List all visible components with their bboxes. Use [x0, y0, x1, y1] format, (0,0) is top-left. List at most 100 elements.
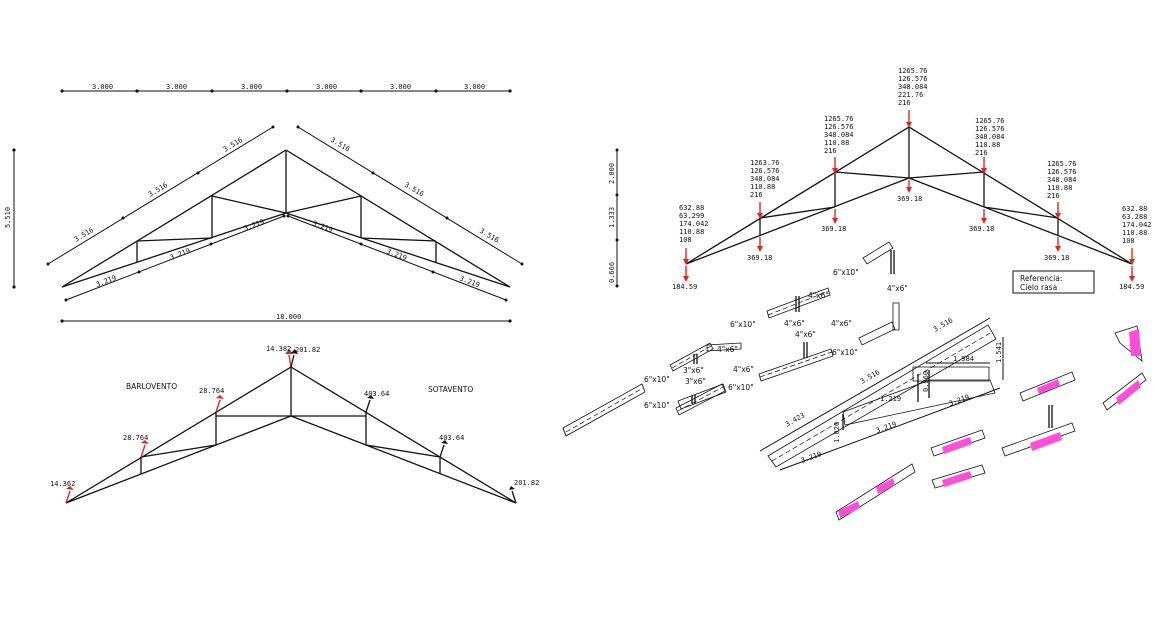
detail-dim-8: 1.541 [995, 342, 1003, 363]
vdim-2: 1.333 [608, 207, 616, 228]
detail-top-connectors [858, 241, 900, 346]
svg-text:1265.76: 1265.76 [975, 117, 1005, 125]
truss-geometry [61, 149, 511, 288]
lower-chord-dim-4: 3.219 [311, 219, 334, 234]
detail-main-member [759, 317, 1004, 471]
load-apex: 1265.76 126.576 348.084 221.76 216 [898, 67, 928, 107]
detail-dim-10: 0.860 [922, 371, 930, 392]
svg-text:174.042: 174.042 [1122, 221, 1152, 229]
upper-chord-dim-5: 3.516 [403, 181, 425, 199]
vdim-3: 0.666 [608, 262, 616, 283]
detail-small-members [669, 342, 742, 416]
svg-text:1265.76: 1265.76 [1047, 160, 1077, 168]
member-label-11: 4"x6" [733, 365, 754, 374]
detail-dim-4: 3.219 [800, 450, 823, 465]
svg-text:632.88: 632.88 [679, 204, 704, 212]
load-mid-right: 1265.76 126.576 348.084 110.88 216 [1047, 160, 1077, 200]
svg-text:1265.76: 1265.76 [898, 67, 928, 75]
svg-text:126.576: 126.576 [975, 125, 1005, 133]
connection-details: 3.423 3.516 3.516 3.219 3.219 3.219 1.98… [562, 241, 1147, 521]
svg-text:348.084: 348.084 [750, 175, 780, 183]
wind-left-panel-2: 28.764 [199, 387, 224, 395]
svg-text:216: 216 [824, 147, 837, 155]
member-label-12: 6"x10" [644, 375, 670, 384]
windward-arrows [65, 349, 293, 504]
detail-dim-5: 3.219 [875, 420, 898, 435]
svg-text:348.084: 348.084 [975, 133, 1005, 141]
detail-cluster [677, 287, 834, 410]
total-span: 18.000 [276, 313, 301, 321]
svg-text:126.576: 126.576 [824, 123, 854, 131]
svg-text:632.88: 632.88 [1122, 205, 1147, 213]
member-label-7: 4"x6" [795, 330, 816, 339]
detail-dim-2: 3.516 [932, 316, 954, 333]
svg-text:216: 216 [1047, 192, 1060, 200]
svg-text:216: 216 [750, 191, 763, 199]
detail-dim-7: 1.984 [953, 355, 974, 363]
wind-load-view: BARLOVENTO SOTAVENTO 14.362 28.764 28.76… [50, 345, 539, 504]
reference-box [1012, 270, 1095, 294]
svg-text:126.576: 126.576 [750, 167, 780, 175]
svg-text:108: 108 [1122, 237, 1135, 245]
svg-text:126.576: 126.576 [1047, 168, 1077, 176]
svg-text:110.88: 110.88 [1122, 229, 1147, 237]
lower-chord-dim-1: 3.219 [95, 274, 118, 289]
svg-text:348.084: 348.084 [824, 131, 854, 139]
top-dim-1: 3.000 [92, 83, 113, 91]
gravity-load-view: 2.000 1.333 0.666 [608, 67, 1152, 294]
wind-apex-right: 201.82 [295, 346, 320, 354]
svg-text:110.88: 110.88 [750, 183, 775, 191]
upper-chord-dim-4: 3.516 [329, 136, 351, 154]
leeward-label: SOTAVENTO [428, 385, 473, 394]
member-label-14: 6"x10" [728, 383, 754, 392]
reference-title: Referencia: [1020, 274, 1062, 283]
member-label-4: 6"x10" [730, 320, 756, 329]
detail-dim-6: 3.219 [948, 393, 971, 408]
reference-value: Cielo rasa [1020, 283, 1057, 292]
member-label-6: 4"x6" [831, 319, 852, 328]
upper-chord-dim-6: 3.516 [478, 227, 500, 245]
top-dimension-ticks [60, 89, 512, 93]
member-label-2: 4"x6" [808, 291, 829, 300]
member-label-13: 3"x6" [685, 377, 706, 386]
svg-text:174.042: 174.042 [679, 220, 709, 228]
lower-chord-dim-3: 3.219 [243, 218, 266, 233]
windward-label: BARLOVENTO [126, 382, 177, 391]
top-dim-3: 3.000 [241, 83, 262, 91]
bottom-load-4: 369.18 [969, 225, 994, 233]
detail-dim-11: 1.020 [833, 422, 841, 443]
lower-left-dim-line [65, 215, 285, 301]
wind-right-panel-1: 403.64 [364, 390, 389, 398]
load-end-right: 632.88 63.288 174.042 110.88 108 [1122, 205, 1152, 245]
wind-apex-left: 14.382 [266, 345, 291, 353]
gravity-truss [685, 126, 1133, 265]
detail-left-member [562, 383, 646, 437]
svg-text:1263.76: 1263.76 [750, 159, 780, 167]
member-label-10: 3"x6" [683, 366, 704, 375]
upper-chord-dim-1: 3.516 [73, 226, 95, 244]
bottom-load-2: 369.18 [821, 225, 846, 233]
svg-text:63.288: 63.288 [1122, 213, 1147, 221]
svg-text:110.88: 110.88 [975, 141, 1000, 149]
upper-left-dim-line [47, 126, 274, 265]
gravity-arrows [683, 110, 1135, 282]
detail-pink-joints [835, 325, 1147, 521]
bottom-load-1: 369.18 [747, 254, 772, 262]
top-dim-6: 3.000 [464, 83, 485, 91]
svg-text:63.299: 63.299 [679, 212, 704, 220]
top-dim-2: 3.000 [166, 83, 187, 91]
member-label-15: 6"x10" [644, 401, 670, 410]
svg-text:1265.76: 1265.76 [824, 115, 854, 123]
lower-right-dim-line [287, 215, 507, 301]
height-dim: 5.510 [4, 207, 12, 228]
member-label-9: 6"x10" [832, 348, 858, 357]
svg-text:108: 108 [679, 236, 692, 244]
svg-text:221.76: 221.76 [898, 91, 923, 99]
svg-text:216: 216 [898, 99, 911, 107]
leeward-arrows [290, 349, 517, 504]
svg-text:126.576: 126.576 [898, 75, 928, 83]
load-upper-left: 1265.76 126.576 348.084 110.88 216 [824, 115, 854, 155]
bottom-load-5: 369.18 [1044, 254, 1069, 262]
wind-right-panel-2: 403.64 [439, 434, 464, 442]
